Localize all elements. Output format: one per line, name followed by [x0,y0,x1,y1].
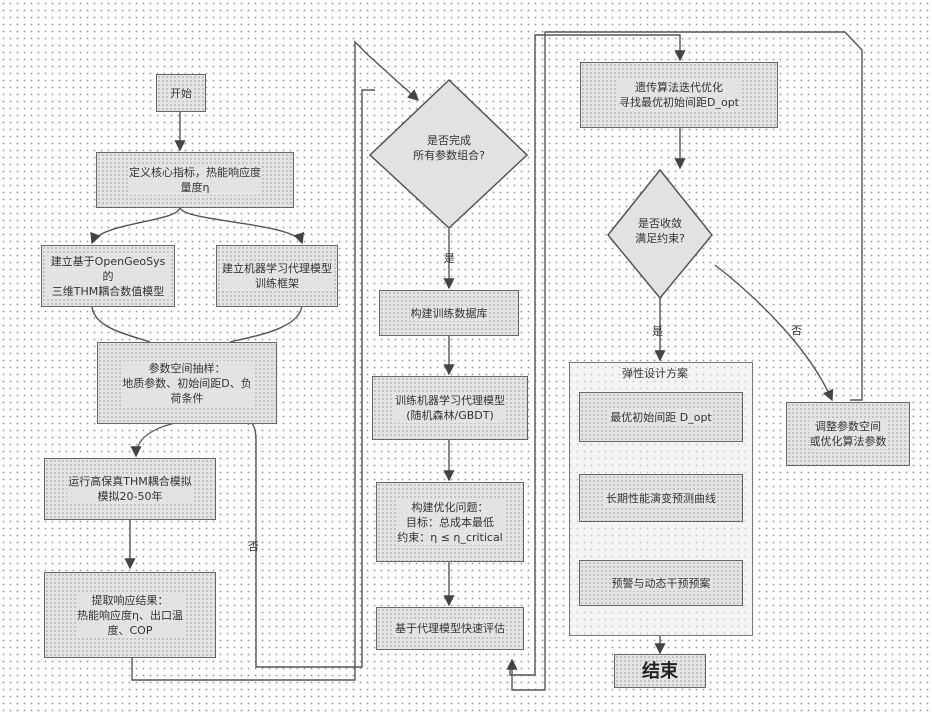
fast-evaluation-box: 基于代理模型快速评估 [376,607,524,650]
train-surrogate-box: 训练机器学习代理模型 (随机森林/GBDT) [372,376,528,440]
parameter-sampling-box: 参数空间抽样： 地质参数、初始间距D、负 荷条件 [97,342,277,424]
start-label: 开始 [169,86,193,101]
fast-evaluation-label: 基于代理模型快速评估 [394,621,506,636]
optimization-problem-box: 构建优化问题： 目标：总成本最低 约束：η ≤ η_critical [376,482,524,562]
edge-sample-sim [136,422,180,456]
edge-model-a-sample [92,305,150,342]
edge-model-b-sample [230,305,302,342]
edge-label-no-col3: 否 [791,322,802,338]
define-metric-label: 定义核心指标，热能响应度 量度η [128,165,262,195]
edge-define-model-a [92,207,180,243]
converge-label: 是否收敛 满足约束? [610,216,710,246]
edge-define-model-b [180,207,302,243]
adjust-parameters-label: 调整参数空间 或优化算法参数 [809,419,888,449]
build-database-label: 构建训练数据库 [410,306,489,321]
genetic-search-label: 遗传算法迭代优化 寻找最优初始间距D_opt [618,80,740,110]
end-label: 结束 [641,664,679,679]
extract-results-box: 提取响应结果： 热能响应度η、出口温 度、COP [44,572,216,658]
warning-plan-box: 预警与动态干预预案 [579,560,743,606]
simulation-box: 运行高保真THM耦合模拟 模拟20-50年 [44,458,216,520]
parameter-sampling-label: 参数空间抽样： 地质参数、初始间距D、负 荷条件 [121,361,252,406]
ml-framework-box: 建立机器学习代理模型 训练框架 [216,245,338,307]
check-all-label: 是否完成 所有参数组合? [384,133,514,163]
resilient-design-title: 弹性设计方案 [622,365,688,381]
optimal-spacing-box: 最优初始间距 D_opt [579,392,743,442]
train-surrogate-label: 训练机器学习代理模型 (随机森林/GBDT) [394,393,506,423]
end-node: 结束 [614,654,706,688]
define-metric-box: 定义核心指标，热能响应度 量度η [96,152,294,208]
simulation-label: 运行高保真THM耦合模拟 模拟20-50年 [67,474,192,504]
edge-label-yes-col3: 是 [652,323,663,339]
optimal-spacing-label: 最优初始间距 D_opt [609,410,713,425]
adjust-parameters-box: 调整参数空间 或优化算法参数 [786,402,910,466]
extract-results-label: 提取响应结果： 热能响应度η、出口温 度、COP [76,593,184,638]
edge-label-no-left: 否 [248,538,259,554]
thm-model-label: 建立基于OpenGeoSys的 三维THM耦合数值模型 [46,254,170,299]
edge-label-yes-col2: 是 [444,250,455,266]
optimization-problem-label: 构建优化问题： 目标：总成本最低 约束：η ≤ η_critical [396,500,504,545]
performance-curve-label: 长期性能演变预测曲线 [605,491,717,506]
start-node: 开始 [156,74,206,112]
warning-plan-label: 预警与动态干预预案 [611,576,712,591]
genetic-search-box: 遗传算法迭代优化 寻找最优初始间距D_opt [580,62,778,128]
thm-model-box: 建立基于OpenGeoSys的 三维THM耦合数值模型 [41,245,175,307]
build-database-box: 构建训练数据库 [379,290,519,336]
ml-framework-label: 建立机器学习代理模型 训练框架 [221,261,333,291]
performance-curve-box: 长期性能演变预测曲线 [579,474,743,522]
